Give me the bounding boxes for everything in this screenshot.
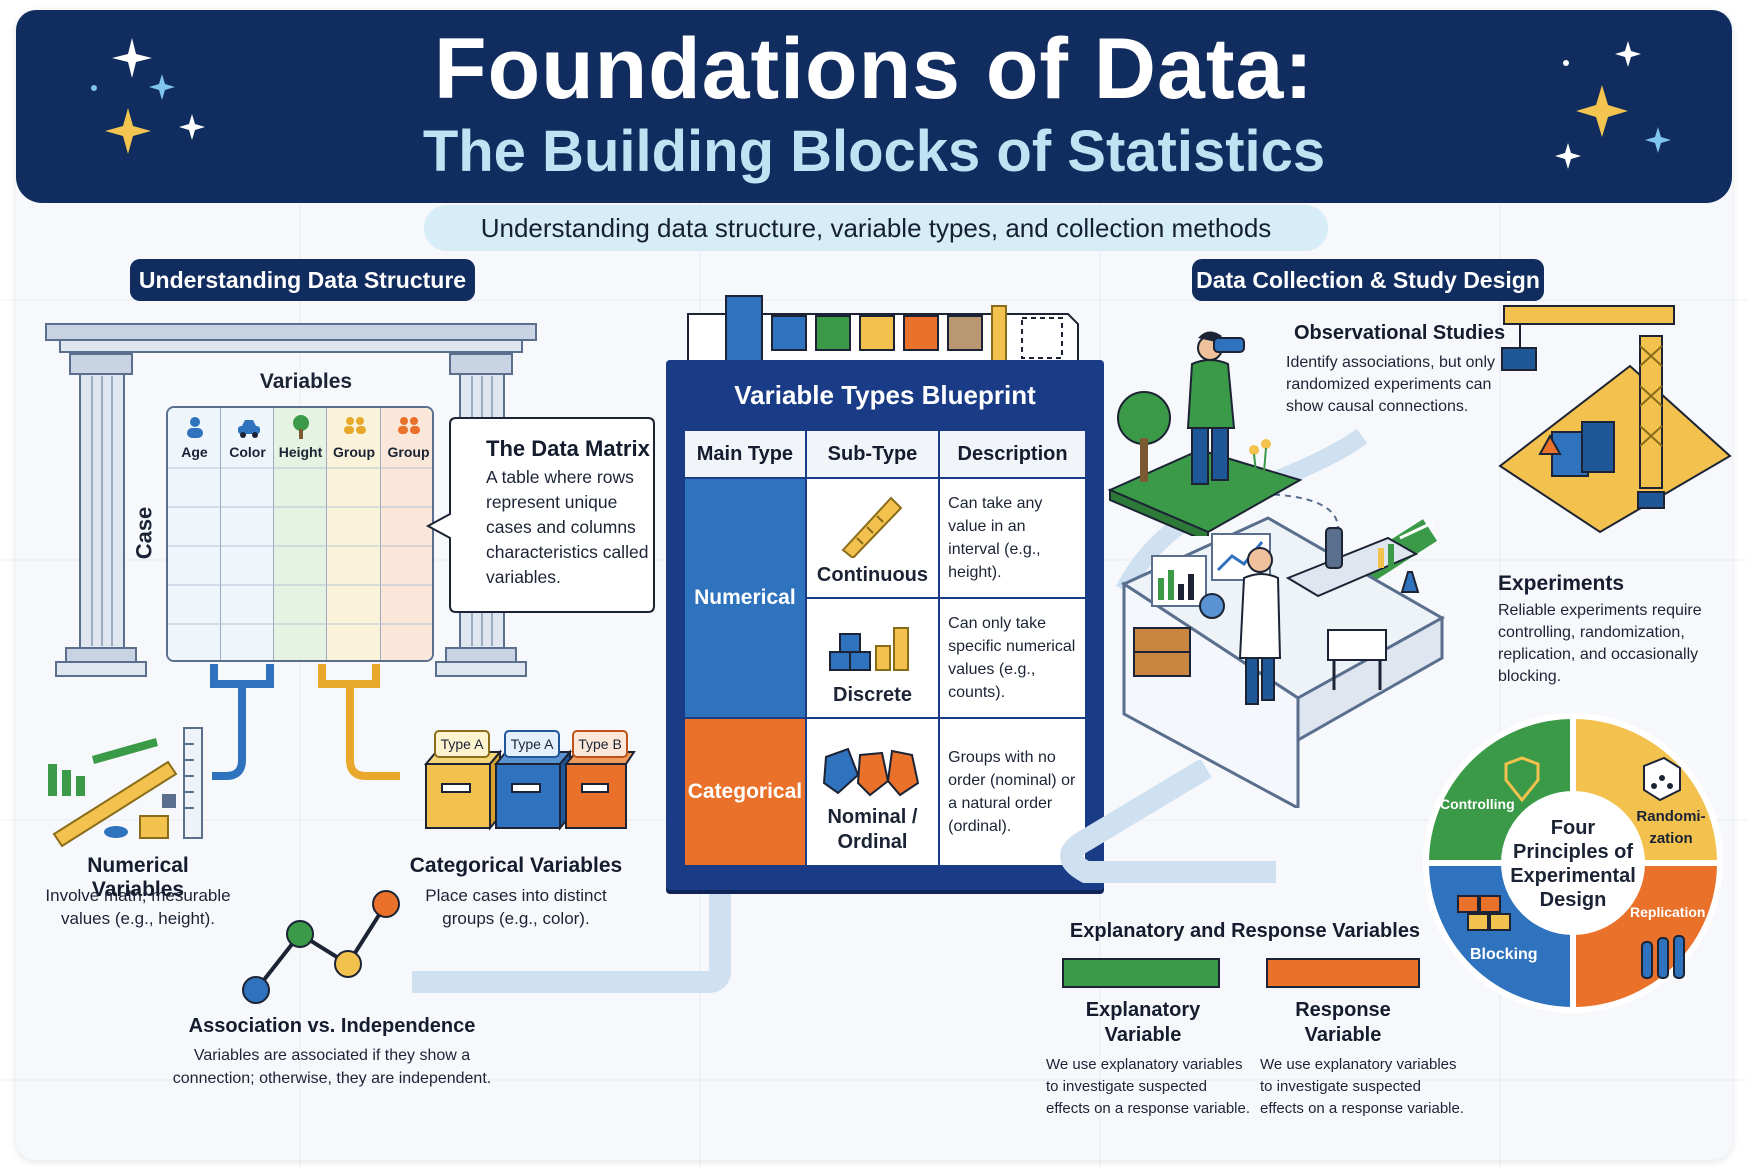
response-color-bar <box>1266 958 1420 988</box>
subtype-nominal-ordinal: Nominal / Ordinal <box>804 717 941 867</box>
callout-title: The Data Matrix <box>486 436 650 461</box>
explanatory-color-bar <box>1062 958 1220 988</box>
page-title: Foundations of Data: <box>434 21 1314 117</box>
type-tag-a-2: Type A <box>504 730 560 758</box>
principle-replication: Replication <box>1630 904 1706 920</box>
tags-icon <box>823 747 920 797</box>
association-text: Variables are associated if they show a … <box>172 1047 492 1087</box>
matrix-col-age: Age <box>181 444 208 460</box>
response-variable-text: We use explanatory variables to investig… <box>1260 1056 1465 1117</box>
matrix-col-group: Group <box>333 444 375 460</box>
crane-icon <box>1498 305 1732 534</box>
desc-nominal-ordinal: Groups with no order (nominal) or a natu… <box>938 717 1087 867</box>
matrix-heading: Variables <box>259 370 353 393</box>
numerical-variables-text: Involve math; mesurable values (e.g., he… <box>45 886 231 928</box>
group-icon <box>398 417 420 434</box>
header-main-type: Main Type <box>683 429 807 479</box>
categorical-variables-title: Categorical Variables <box>409 854 623 877</box>
callout-bubble <box>425 417 655 613</box>
sparkle-stars-icon-right <box>1555 41 1671 169</box>
experiments-text: Reliable experiments require controlling… <box>1498 602 1702 685</box>
ruler-icon <box>842 496 903 560</box>
flow-path-left <box>412 824 731 993</box>
explanatory-variable-title: Explanatory Variable <box>1085 999 1201 1046</box>
association-title: Association vs. Independence <box>188 1015 476 1037</box>
observational-title: Observational Studies <box>1294 322 1506 344</box>
desc-discrete: Can only take specific numerical values … <box>938 597 1087 719</box>
blocks-coins-icon <box>829 627 910 671</box>
numerical-variables-title: Numerical Variables <box>87 854 189 901</box>
experiments-title: Experiments <box>1498 572 1625 595</box>
page-subtitle: The Building Blocks of Statistics <box>422 119 1326 184</box>
header-sub-type: Sub-Type <box>804 429 941 479</box>
matrix-grid-lines <box>168 467 432 625</box>
header-description: Description <box>938 429 1087 479</box>
person-icon <box>187 417 203 438</box>
desc-continuous: Can take any value in an interval (e.g.,… <box>938 477 1087 599</box>
section-pill-data-structure: Understanding Data Structure <box>130 259 475 301</box>
group-icon <box>344 417 366 434</box>
ruler-coins-icon <box>48 727 203 848</box>
observational-scene-icon <box>1107 331 1303 536</box>
tree-icon <box>293 415 309 439</box>
color-palette-tab <box>687 295 1079 373</box>
blueprint-title: Variable Types Blueprint <box>734 380 1036 410</box>
callout-text: A table where rows represent unique case… <box>486 467 649 587</box>
association-network-icon <box>242 890 400 1004</box>
data-matrix: Age Color Height Group Group <box>166 406 434 662</box>
category-boxes-icon <box>423 749 636 831</box>
subtype-discrete: Discrete <box>804 597 941 719</box>
matrix-row-label: Case <box>131 506 157 560</box>
matrix-col-height: Height <box>278 444 323 460</box>
principles-center-label: Four Principles of Experimental Design <box>1510 817 1636 911</box>
principle-blocking: Blocking <box>1470 946 1538 963</box>
matrix-col-color: Color <box>229 444 266 460</box>
principle-randomization: Randomi- zation <box>1636 808 1706 847</box>
explanatory-response-heading: Explanatory and Response Variables <box>1069 920 1421 942</box>
sparkle-stars-icon-left <box>91 38 205 154</box>
response-variable-title: Response Variable <box>1295 999 1391 1046</box>
observational-text: Identify associations, but only randomiz… <box>1286 354 1496 415</box>
subtype-continuous: Continuous <box>804 477 941 599</box>
main-type-categorical: Categorical <box>683 717 807 867</box>
type-tag-b: Type B <box>572 730 628 758</box>
tagline: Understanding data structure, variable t… <box>424 205 1328 251</box>
main-type-numerical: Numerical <box>683 477 807 719</box>
categorical-variables-text: Place cases into distinct groups (e.g., … <box>425 886 607 928</box>
header-banner <box>16 10 1732 203</box>
flow-path-center <box>1060 760 1276 883</box>
laboratory-room-icon <box>1120 516 1446 808</box>
blueprint-table: Main Type Sub-Type Description Numerical… <box>683 429 1087 867</box>
four-principles-wheel <box>1422 712 1724 1014</box>
explanatory-variable-text: We use explanatory variables to investig… <box>1046 1056 1251 1117</box>
section-pill-data-collection: Data Collection & Study Design <box>1192 259 1544 301</box>
principle-controlling: Controlling <box>1440 796 1515 812</box>
matrix-connectors <box>210 664 400 780</box>
matrix-col-group-2: Group <box>387 444 430 460</box>
car-icon <box>238 420 260 438</box>
type-tag-a-1: Type A <box>434 730 490 758</box>
